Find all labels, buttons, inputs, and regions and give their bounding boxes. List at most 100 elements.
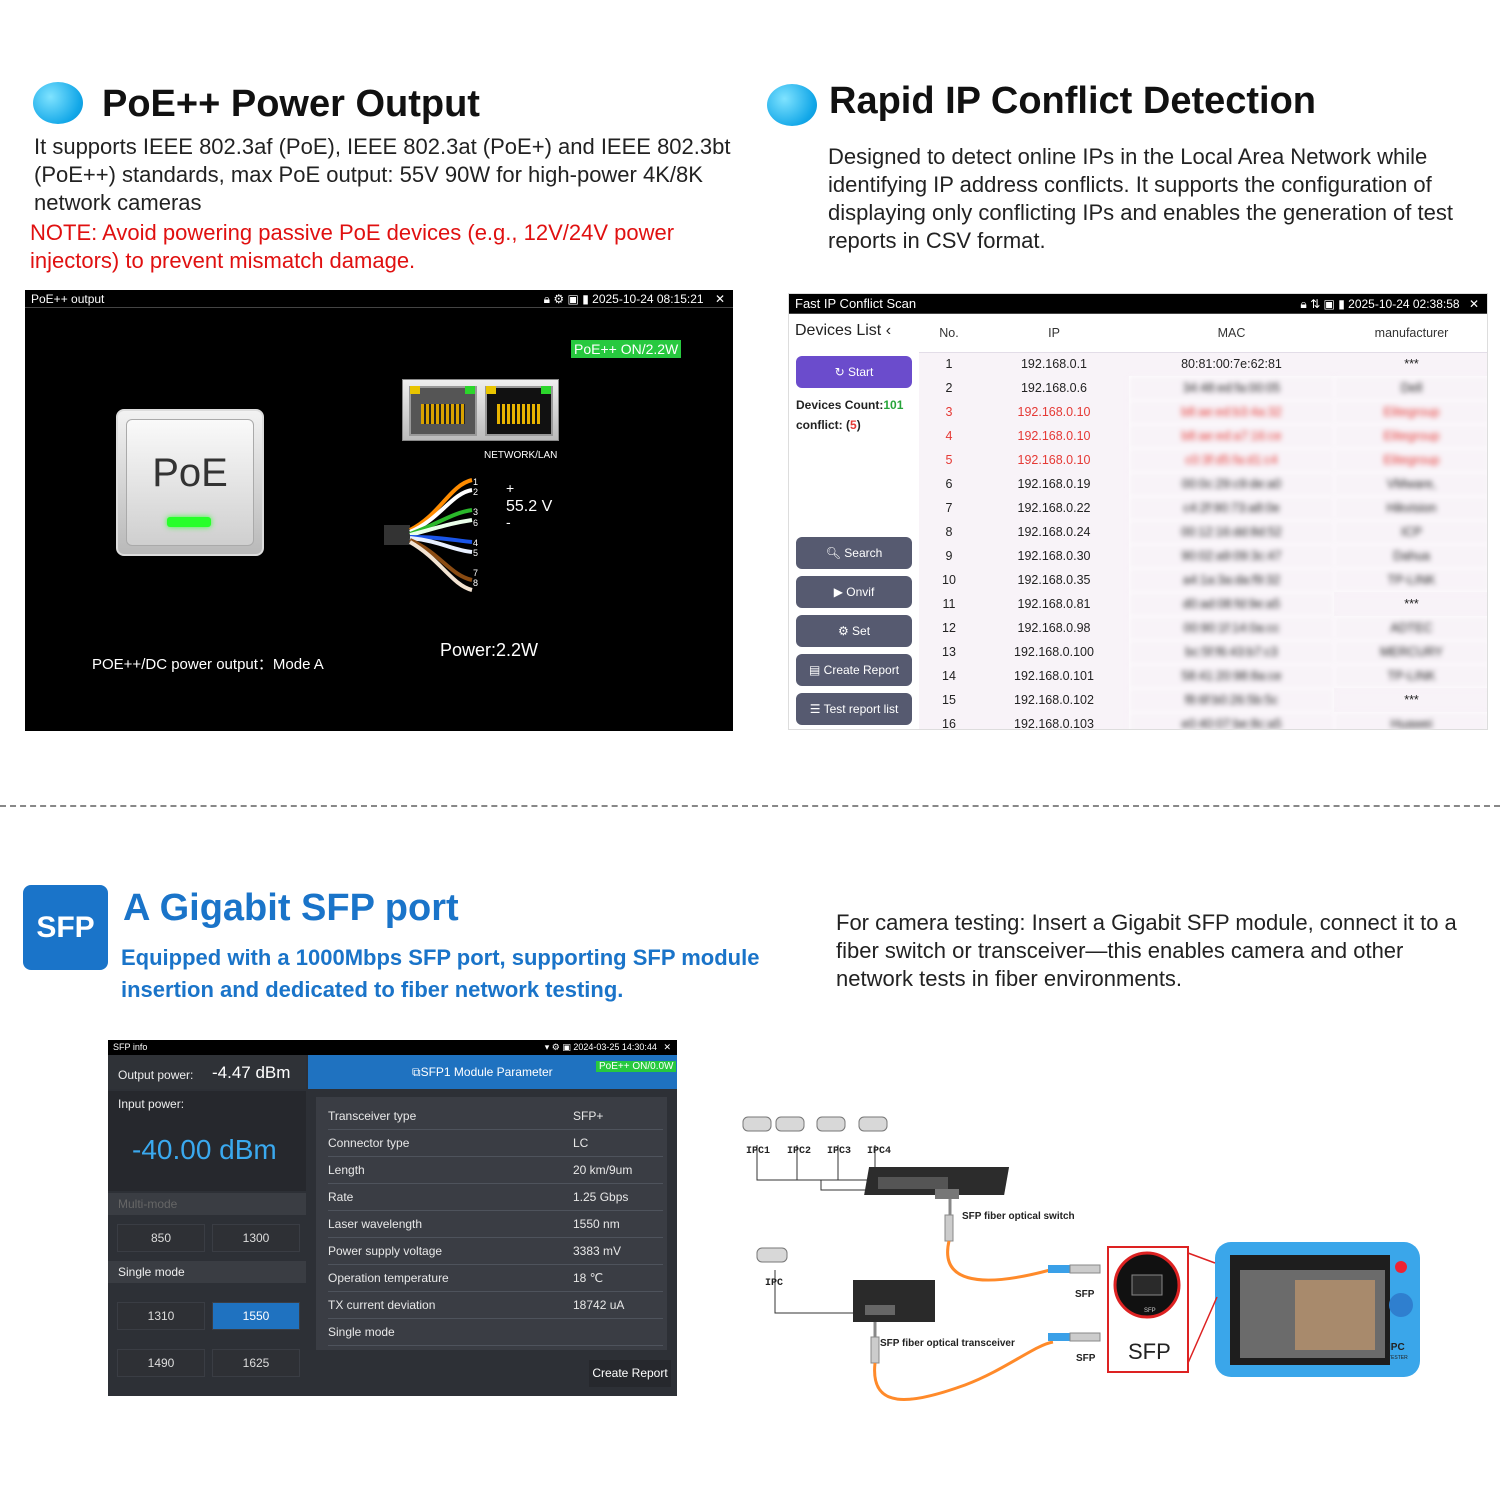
camera-label: IPC3 — [827, 1146, 852, 1157]
close-icon[interactable]: ✕ — [663, 1042, 671, 1052]
onvif-button[interactable]: ▶ Onvif — [796, 576, 912, 608]
input-power-value: -40.00 dBm — [132, 1134, 277, 1165]
param-key: Rate — [328, 1190, 354, 1204]
col-ip[interactable]: IP — [979, 314, 1129, 353]
col-mac[interactable]: MAC — [1129, 314, 1334, 353]
cell-ip: 192.168.0.35 — [979, 568, 1129, 592]
param-key: Operation temperature — [328, 1271, 449, 1285]
cell-mac: c0:3f:d5:fa:d1:c4 — [1129, 448, 1334, 472]
wavelength-1550-button[interactable]: 1550 — [212, 1302, 300, 1330]
cell-no: 3 — [919, 400, 979, 424]
tester-device-icon — [1215, 1242, 1420, 1377]
cell-no: 4 — [919, 424, 979, 448]
cell-mac: c4:2f:90:73:a8:0e — [1129, 496, 1334, 520]
cell-mfr: Dahua — [1334, 544, 1487, 568]
cell-mac: 00:0c:29:c9:de:a0 — [1129, 472, 1334, 496]
refresh-icon: ↻ — [834, 365, 845, 379]
param-value: 18742 uA — [573, 1298, 625, 1312]
cell-ip: 192.168.0.103 — [979, 712, 1129, 729]
cell-no: 5 — [919, 448, 979, 472]
datetime: 2025-10-24 02:38:58 — [1348, 297, 1460, 311]
battery-icon: ▮ — [1338, 297, 1345, 311]
transceiver-icon — [853, 1280, 935, 1322]
test-report-list-button[interactable]: ☰ Test report list — [796, 693, 912, 725]
lock-icon: 🔒︎ — [1300, 297, 1307, 311]
cell-mfr: *** — [1334, 352, 1487, 376]
cell-mac: 00:90:1f:14:0a:cc — [1129, 616, 1334, 640]
wavelength-1300-button[interactable]: 1300 — [212, 1224, 300, 1252]
close-icon[interactable]: ✕ — [714, 292, 725, 306]
cell-mfr: Dell — [1334, 376, 1487, 400]
cell-no: 11 — [919, 592, 979, 616]
cell-mfr: TP-LINK — [1334, 664, 1487, 688]
col-manufacturer[interactable]: manufacturer — [1334, 314, 1487, 353]
param-value: 20 km/9um — [573, 1163, 633, 1177]
devices-count: Devices Count:101 — [796, 398, 904, 412]
chevron-left-icon[interactable]: ‹ — [885, 322, 892, 339]
wavelength-1625-button[interactable]: 1625 — [212, 1349, 300, 1377]
search-button[interactable]: 🔍︎ Search — [796, 537, 912, 569]
output-power-panel: Output power: -4.47 dBm — [108, 1055, 306, 1089]
output-power-value: -4.47 dBm — [212, 1063, 291, 1082]
devices-list-title[interactable]: Devices List ‹ — [795, 322, 892, 339]
cell-ip: 192.168.0.101 — [979, 664, 1129, 688]
poe-toggle-button[interactable]: PoE — [116, 409, 264, 556]
wavelength-850-button[interactable]: 850 — [117, 1224, 205, 1252]
input-power-panel: Input power: -40.00 dBm — [108, 1091, 306, 1191]
col-no[interactable]: No. — [919, 314, 979, 353]
network-icon: ⇅ — [1310, 297, 1321, 311]
tester-sub-label: TESTER — [1388, 1355, 1408, 1361]
close-icon[interactable]: ✕ — [1468, 297, 1479, 311]
module-header: ⧉SFP1 Module Parameter PoE++ ON/0.0W — [308, 1055, 677, 1089]
set-button[interactable]: ⚙︎ Set — [796, 615, 912, 647]
cell-no: 8 — [919, 520, 979, 544]
cell-ip: 192.168.0.98 — [979, 616, 1129, 640]
switch-label: SFP fiber optical switch — [962, 1211, 1075, 1222]
power-mode: POE++/DC power output：Mode A — [92, 656, 324, 673]
cell-ip: 192.168.0.10 — [979, 448, 1129, 472]
cell-no: 2 — [919, 376, 979, 400]
poe-badge: PoE++ ON/0.0W — [596, 1061, 677, 1072]
network-diagram — [742, 1116, 1420, 1401]
wavelength-1490-button[interactable]: 1490 — [117, 1349, 205, 1377]
conflict-count: conflict: (5) — [796, 418, 861, 432]
poe-screen: PoE++ output 🔒︎ ⚙︎ ▣ ▮ 2025-10-24 08:15:… — [25, 290, 733, 731]
gear-icon: ⚙︎ — [553, 292, 565, 306]
voltage-value: 55.2 V — [506, 498, 553, 515]
cell-mfr: Elitegroup — [1334, 424, 1487, 448]
settings-icon: ⚙︎ — [551, 1042, 560, 1052]
create-report-button[interactable]: Create Report — [589, 1360, 671, 1387]
cell-ip: 192.168.0.10 — [979, 424, 1129, 448]
cell-no: 9 — [919, 544, 979, 568]
sfp-big-label: SFP — [1128, 1339, 1171, 1364]
multimode-header: Multi-mode — [108, 1193, 306, 1215]
datetime: 2025-10-24 08:15:21 — [592, 292, 704, 306]
sfp-title: A Gigabit SFP port — [123, 887, 459, 929]
wavelength-1310-button[interactable]: 1310 — [117, 1302, 205, 1330]
create-report-button[interactable]: ▤ Create Report — [796, 654, 912, 686]
cell-ip: 192.168.0.10 — [979, 400, 1129, 424]
camera-label: IPC1 — [746, 1146, 771, 1157]
start-button[interactable]: ↻ Start — [796, 356, 912, 388]
calendar-icon: ▤ — [808, 663, 821, 677]
module-icon: ⧉ — [412, 1065, 421, 1079]
cell-mfr: VMware, — [1334, 472, 1487, 496]
